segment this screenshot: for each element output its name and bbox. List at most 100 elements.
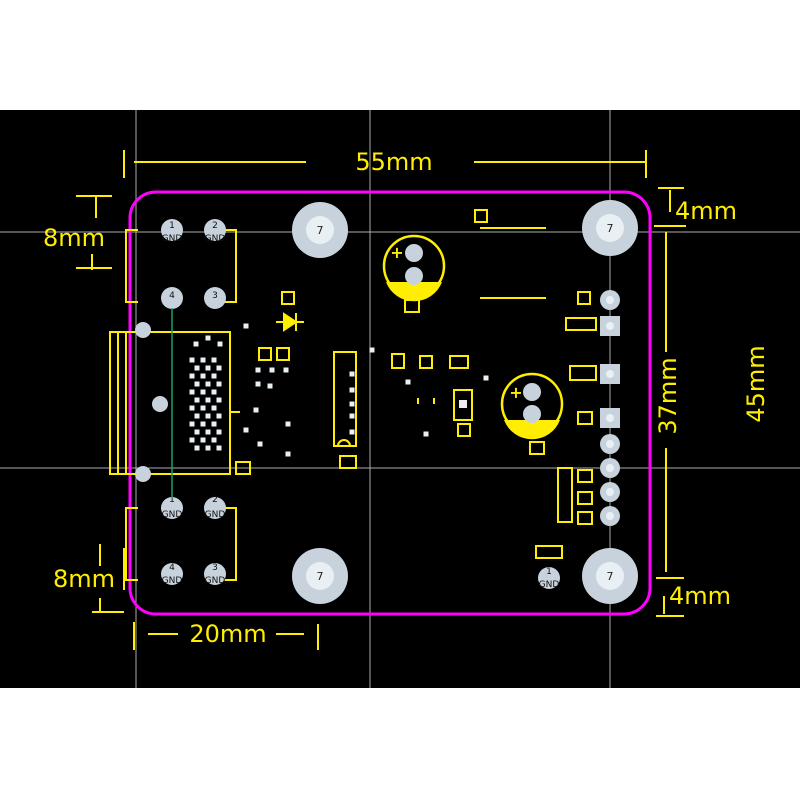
connector-pin <box>216 381 222 387</box>
smd-pad <box>474 209 488 223</box>
connector-pin <box>194 365 200 371</box>
smd-pad <box>258 347 272 361</box>
connector-pin <box>205 365 211 371</box>
smd-pad <box>565 317 597 331</box>
pad-top-1-gnd: GND <box>162 234 183 244</box>
via <box>423 431 429 437</box>
connector-pin <box>216 413 222 419</box>
header-silk <box>557 467 573 523</box>
connector-pin <box>200 357 206 363</box>
connector-pin <box>205 413 211 419</box>
gnd-test-pad: 1 GND <box>538 567 560 590</box>
connector-pin <box>189 421 195 427</box>
pad-top-4-number: 4 <box>169 291 175 301</box>
connector-pin <box>205 335 211 341</box>
pad-bottom-1-number: 1 <box>169 495 175 505</box>
connector-pin <box>194 397 200 403</box>
connector-pin <box>194 445 200 451</box>
connector-pin <box>211 405 217 411</box>
via <box>267 383 273 389</box>
connector-pin <box>200 389 206 395</box>
dimension-height-label: 45mm <box>742 345 770 422</box>
connector-pin <box>194 429 200 435</box>
via <box>269 367 275 373</box>
via <box>243 427 249 433</box>
pad-bottom-4-number: 4 <box>169 563 175 573</box>
connector-pin <box>211 357 217 363</box>
via <box>349 429 355 435</box>
pad-bottom-3-gnd: GND <box>205 576 226 586</box>
connector-pin <box>211 389 217 395</box>
connector-pin <box>216 365 222 371</box>
capacitor-1: + <box>382 234 446 302</box>
connector-pin <box>205 445 211 451</box>
small-smd-pads <box>235 209 597 559</box>
dimension-inner-height-label: 37mm <box>654 357 682 434</box>
smd-pad <box>569 365 597 381</box>
via <box>369 347 375 353</box>
via <box>285 451 291 457</box>
capacitor-1-polarity: + <box>390 243 403 262</box>
via <box>255 367 261 373</box>
via <box>405 379 411 385</box>
connector-pin <box>216 429 222 435</box>
pad-bottom-1-gnd: GND <box>162 510 183 520</box>
via <box>285 421 291 427</box>
capacitor-2: + <box>500 372 564 440</box>
header-pin-drill <box>606 488 614 496</box>
connector-pin <box>205 381 211 387</box>
connector-pin <box>205 429 211 435</box>
header-pin-drill <box>606 440 614 448</box>
smd-pad <box>577 491 593 505</box>
via <box>349 401 355 407</box>
connector-pin <box>193 341 199 347</box>
connector-pin <box>189 389 195 395</box>
dimension-top-offset-label: 4mm <box>675 197 737 225</box>
smd-pad <box>235 461 251 475</box>
header-pin-drill <box>606 370 614 378</box>
header-pin-drill <box>606 322 614 330</box>
connector-pin <box>200 421 206 427</box>
smd-pad <box>281 291 295 305</box>
dimension-bottom <box>133 622 319 650</box>
smd-pad <box>391 353 405 369</box>
connector-pin <box>200 373 206 379</box>
mounting-hole-top-right: 7 <box>582 200 638 256</box>
top-pad-silk-bracket <box>125 229 237 303</box>
via <box>253 407 259 413</box>
dimension-top-left <box>76 195 112 270</box>
dimension-bottom-pad-spacing-label: 8mm <box>53 565 115 593</box>
smd-pad <box>339 455 357 469</box>
diode-symbol <box>276 312 304 332</box>
smd-pad <box>577 511 593 525</box>
pad-bottom-2-number: 2 <box>212 495 218 505</box>
smd-pad <box>449 355 469 369</box>
pad-bottom-4-gnd: GND <box>162 576 183 586</box>
top-pad-group: 1 GND 2 GND 4 3 <box>161 219 226 309</box>
via <box>349 387 355 393</box>
smd-pad <box>577 411 593 425</box>
via <box>243 323 249 329</box>
smd-pad <box>276 347 290 361</box>
connector-pin <box>216 397 222 403</box>
connector-pin <box>194 413 200 419</box>
connector-mount-pads <box>135 322 168 482</box>
mounting-hole-bottom-right-label: 7 <box>607 570 614 583</box>
smd-pad <box>535 545 563 559</box>
via <box>255 381 261 387</box>
header-pin-drill <box>606 296 614 304</box>
connector-pin <box>216 445 222 451</box>
header-pin-drill <box>606 512 614 520</box>
mounting-hole-bottom-left: 7 <box>292 548 348 604</box>
connector-pin <box>205 397 211 403</box>
connector-pin <box>211 421 217 427</box>
pad-top-3-number: 3 <box>212 291 218 301</box>
connector-pin <box>189 405 195 411</box>
dimension-bottom-left <box>92 544 125 613</box>
smd-pad <box>577 469 593 483</box>
dimension-left-width-label: 20mm <box>189 620 266 648</box>
gnd-test-pad-number: 1 <box>546 567 552 577</box>
connector-pin <box>189 437 195 443</box>
mounting-hole-bottom-left-label: 7 <box>317 570 324 583</box>
